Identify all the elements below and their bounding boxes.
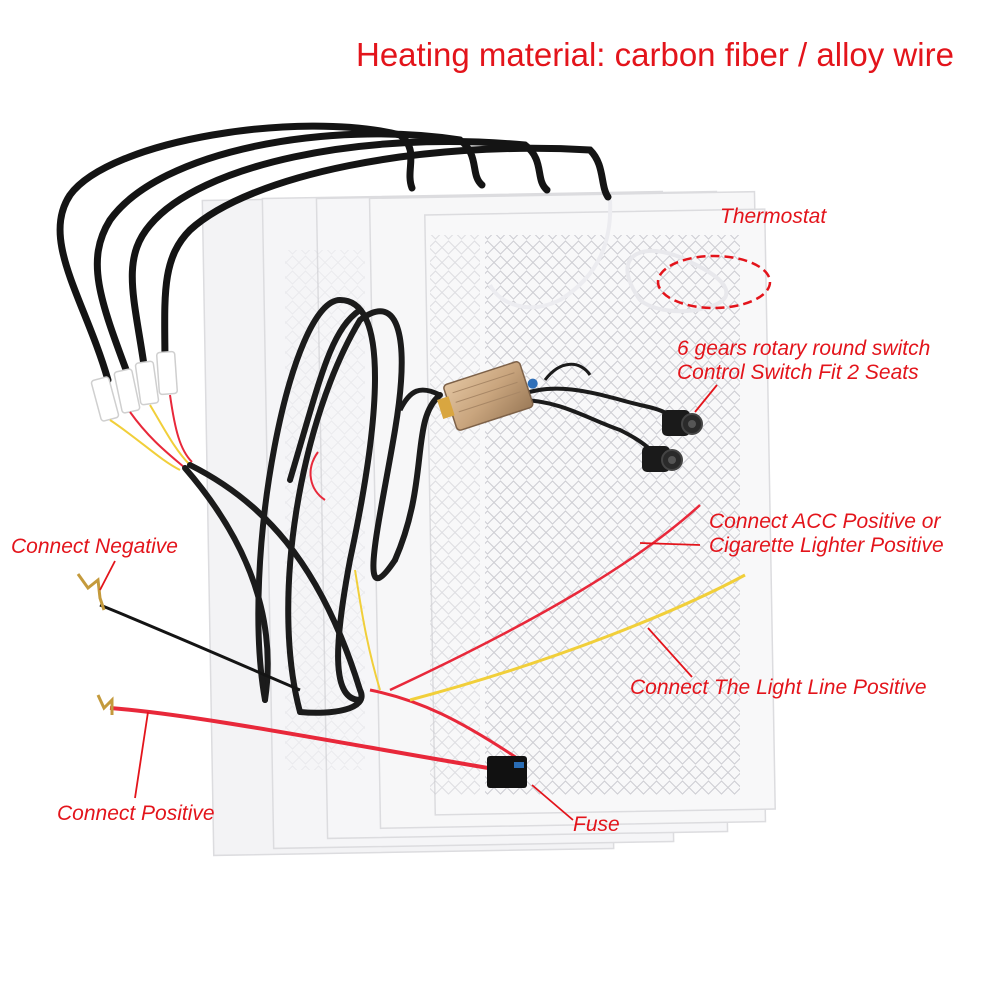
leader-line-switch: [694, 384, 718, 413]
thermostat-sensor-loop: [625, 249, 729, 314]
pad-lead-wire: [488, 199, 613, 310]
thermostat-highlight: [656, 254, 772, 310]
label-acc-positive-line2: Cigarette Lighter Positive: [709, 534, 944, 558]
connector-plug-icon: [134, 360, 160, 406]
label-rotary-switch-line2: Control Switch Fit 2 Seats: [677, 361, 919, 385]
switch-cable: [543, 362, 592, 381]
leader-line-light: [647, 627, 693, 678]
leader-line-acc: [639, 542, 701, 546]
leader-line-fuse: [531, 784, 574, 821]
label-thermostat: Thermostat: [720, 205, 827, 228]
label-acc-positive: Connect ACC Positive or Cigarette Lighte…: [709, 510, 944, 558]
leader-line-positive: [134, 711, 149, 799]
heating-element-pattern: [485, 235, 740, 795]
fuse-holder-icon: [487, 756, 527, 788]
fork-terminal-icon: [76, 573, 106, 611]
heating-element-pattern: [430, 235, 480, 795]
pad-lead-cables: [56, 122, 612, 384]
fuse-window: [514, 762, 524, 768]
rotary-switch-icon: [662, 410, 703, 436]
rotary-switch-icon: [642, 446, 683, 472]
heating-pads: [201, 190, 776, 857]
module-cable: [397, 387, 442, 412]
acc-positive-wire: [389, 504, 701, 692]
fan-in-wires: [109, 394, 193, 471]
leader-line-negative: [99, 560, 116, 591]
label-light-line-positive: Connect The Light Line Positive: [630, 676, 927, 699]
label-rotary-switch-line1: 6 gears rotary round switch: [677, 337, 931, 360]
label-rotary-switch: 6 gears rotary round switch Control Swit…: [677, 337, 930, 385]
fork-terminal-icon: [96, 694, 114, 715]
negative-wire: [99, 603, 301, 692]
light-line-wire: [409, 573, 746, 702]
harness-red-loop: [309, 451, 326, 501]
harness-yellow-branch: [354, 569, 381, 691]
page-title: Heating material: carbon fiber / alloy w…: [356, 36, 954, 73]
braided-harness: [182, 296, 443, 716]
control-module-icon: [437, 361, 538, 431]
control-module-group: [397, 361, 703, 472]
connector-plug-icon: [156, 350, 178, 396]
label-acc-positive-line1: Connect ACC Positive or: [709, 510, 941, 533]
label-fuse: Fuse: [573, 813, 620, 836]
connector-plug-icon: [113, 368, 141, 414]
fuse-to-harness-wire: [369, 688, 521, 762]
connector-plugs: [90, 350, 178, 422]
label-connect-negative: Connect Negative: [11, 535, 178, 558]
label-connect-positive: Connect Positive: [57, 802, 215, 825]
positive-wire: [109, 706, 501, 772]
connector-plug-icon: [90, 376, 120, 422]
leader-lines: [99, 384, 718, 821]
